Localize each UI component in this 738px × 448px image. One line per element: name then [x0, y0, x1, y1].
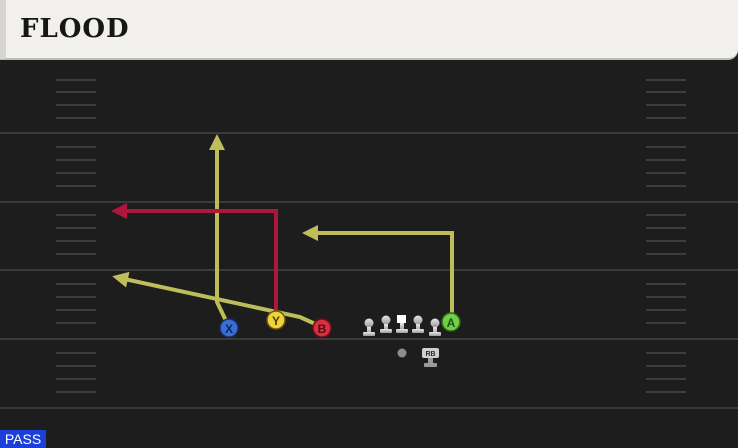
play-name: FLOOD — [20, 14, 130, 44]
route-y-corner — [111, 203, 278, 319]
receiver-b-label: B — [318, 322, 327, 336]
receiver-y-label: Y — [272, 314, 280, 328]
running-back-label: RB — [425, 351, 435, 358]
route-a-in — [302, 225, 454, 320]
receiver-x-label: X — [225, 322, 233, 336]
offensive-line — [363, 315, 441, 336]
play-header: FLOOD — [0, 0, 738, 60]
quarterback-marker — [397, 348, 407, 358]
receiver-a-label: A — [447, 316, 456, 330]
play-type-badge: PASS — [0, 430, 46, 448]
x-button-icon: X — [219, 318, 239, 338]
a-button-icon: A — [441, 312, 461, 332]
center-icon — [396, 315, 408, 333]
y-button-icon: Y — [266, 310, 286, 330]
lineman-icon — [412, 315, 424, 333]
route-x-go — [209, 134, 230, 326]
yard-lines — [0, 132, 738, 409]
running-back-icon: RB — [422, 348, 439, 367]
b-button-icon: B — [312, 318, 332, 338]
field-surface — [0, 60, 738, 448]
lineman-icon — [380, 315, 392, 333]
lineman-icon — [363, 318, 375, 336]
hash-marks — [56, 79, 686, 393]
lineman-icon — [429, 318, 441, 336]
